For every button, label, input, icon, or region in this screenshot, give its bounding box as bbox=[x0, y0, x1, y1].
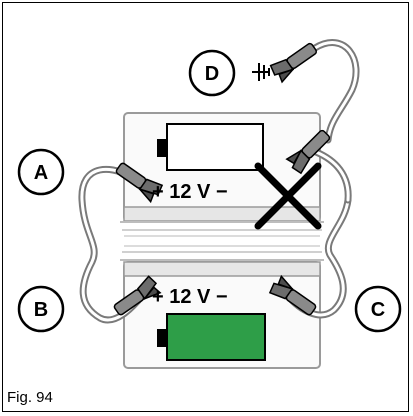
figure-caption: Fig. 94 bbox=[7, 389, 53, 406]
jumper-clamp-icon bbox=[113, 42, 331, 316]
top-battery-voltage: + 12 V − bbox=[152, 181, 228, 203]
battery-full-icon bbox=[157, 313, 266, 361]
label-d: D bbox=[188, 49, 236, 97]
bottom-battery-voltage: + 12 V − bbox=[152, 286, 228, 308]
svg-text:C: C bbox=[371, 299, 385, 321]
svg-text:B: B bbox=[34, 299, 48, 321]
cross-mark-icon bbox=[254, 162, 322, 230]
battery-empty-icon bbox=[157, 123, 264, 171]
figure-frame bbox=[2, 2, 409, 412]
label-a: A bbox=[17, 148, 65, 196]
svg-text:A: A bbox=[34, 162, 48, 184]
label-c: C bbox=[354, 285, 402, 333]
ground-icon bbox=[252, 63, 270, 81]
svg-text:D: D bbox=[205, 63, 219, 85]
label-b: B bbox=[17, 285, 65, 333]
